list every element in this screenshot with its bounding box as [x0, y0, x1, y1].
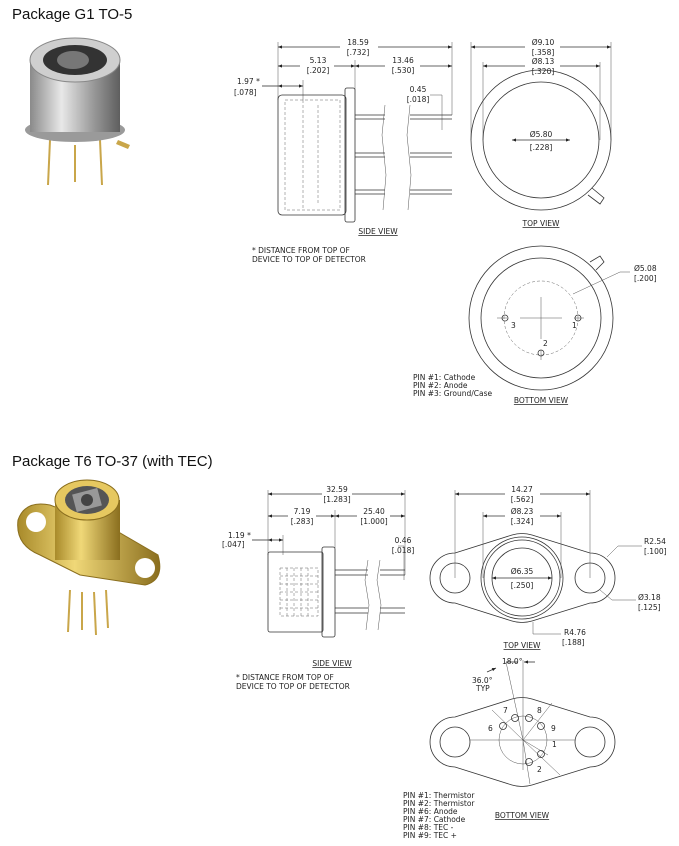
- dimension-label: 1.19 *: [228, 531, 251, 540]
- dimension-label: [.732]: [347, 48, 370, 57]
- dimension-label: [1.283]: [323, 495, 350, 504]
- dimension-label: 32.59: [326, 485, 348, 494]
- dimension-label: Ø6.35: [511, 567, 534, 576]
- dimension-label: [.078]: [234, 88, 257, 97]
- dimension-label: PIN #7: Cathode: [403, 815, 466, 824]
- t6-bottom-view: 1 2 6 7 8 9 18.0° 36.0°TYP PIN #1: Therm…: [403, 657, 616, 840]
- dimension-label: [.100]: [644, 547, 667, 556]
- dimension-label: 18.59: [347, 38, 369, 47]
- dimension-label: [.562]: [511, 495, 534, 504]
- dimension-label: TOP VIEW: [503, 641, 541, 650]
- dimension-label: 0.45: [410, 85, 427, 94]
- dimension-label: [.125]: [638, 603, 661, 612]
- dimension-label: BOTTOM VIEW: [514, 396, 569, 405]
- dimension-label: Ø5.08: [634, 264, 657, 273]
- dimension-label: Ø5.80: [530, 130, 553, 139]
- dimension-label: [.324]: [511, 517, 534, 526]
- dimension-label: 2: [537, 765, 542, 774]
- dimension-label: 9: [551, 724, 556, 733]
- to37-photo: [17, 479, 161, 636]
- to5-photo: [25, 37, 130, 186]
- dimension-label: Ø3.18: [638, 593, 661, 602]
- dimension-label: * DISTANCE FROM TOP OF: [236, 673, 334, 682]
- dimension-label: [.188]: [562, 638, 585, 647]
- dimension-label: PIN #9: TEC +: [403, 831, 457, 840]
- dimension-label: Ø9.10: [532, 38, 555, 47]
- dimension-label: 6: [488, 724, 493, 733]
- dimension-label: TYP: [475, 684, 490, 693]
- dimension-label: SIDE VIEW: [312, 659, 352, 668]
- dimension-label: 25.40: [363, 507, 385, 516]
- dimension-label: [.018]: [392, 546, 415, 555]
- dimension-label: 1: [572, 321, 577, 330]
- dimension-label: 7.19: [294, 507, 311, 516]
- dimension-label: PIN #1: Thermistor: [403, 791, 475, 800]
- package-g1-title: Package G1 TO-5: [12, 6, 133, 23]
- dimension-label: BOTTOM VIEW: [495, 811, 550, 820]
- dimension-label: 0.46: [395, 536, 412, 545]
- dimension-label: [.530]: [392, 66, 415, 75]
- dimension-label: [.320]: [532, 67, 555, 76]
- dimension-label: PIN #2: Anode: [413, 381, 468, 390]
- g1-top-view: Ø9.10[.358] Ø8.13[.320] Ø5.80 [.228] TOP …: [470, 38, 612, 228]
- dimension-label: [.200]: [634, 274, 657, 283]
- dimension-label: [.018]: [407, 95, 430, 104]
- dimension-label: R4.76: [564, 628, 586, 637]
- dimension-label: PIN #1: Cathode: [413, 373, 476, 382]
- dimension-label: 1: [552, 740, 557, 749]
- dimension-label: 2: [543, 339, 548, 348]
- package-t6-title: Package T6 TO-37 (with TEC): [12, 453, 213, 470]
- dimension-label: [.358]: [532, 48, 555, 57]
- g1-bottom-view: 1 2 3 Ø5.08[.200] PIN #1: Cathode PIN #2…: [413, 245, 657, 405]
- dimension-label: * DISTANCE FROM TOP OF: [252, 246, 350, 255]
- t6-side-view: 32.59[1.283] 7.19[.283] 25.40[1.000] 1.1…: [222, 485, 414, 691]
- dimension-label: 3: [511, 321, 516, 330]
- dimension-label: 18.0°: [502, 657, 523, 666]
- dimension-label: 5.13: [310, 56, 327, 65]
- dimension-label: SIDE VIEW: [358, 227, 398, 236]
- dimension-label: 1.97 *: [237, 77, 260, 86]
- dimension-label: [.228]: [530, 143, 553, 152]
- dimension-label: [.283]: [291, 517, 314, 526]
- t6-top-view: 14.27[.562] Ø8.23[.324] Ø6.35 [.250] R2.5…: [429, 485, 667, 650]
- dimension-label: Ø8.13: [532, 57, 555, 66]
- dimension-label: 14.27: [511, 485, 533, 494]
- dimension-label: 13.46: [392, 56, 414, 65]
- dimension-label: PIN #2: Thermistor: [403, 799, 475, 808]
- dimension-label: [1.000]: [360, 517, 387, 526]
- dimension-label: 7: [503, 706, 508, 715]
- dimension-label: [.202]: [307, 66, 330, 75]
- dimension-label: 36.0°: [472, 676, 493, 685]
- dimension-label: 8: [537, 706, 542, 715]
- dimension-label: DEVICE TO TOP OF DETECTOR: [252, 255, 366, 264]
- dimension-label: Ø8.23: [511, 507, 534, 516]
- dimension-label: [.047]: [222, 540, 245, 549]
- dimension-label: TOP VIEW: [522, 219, 560, 228]
- dimension-label: PIN #3: Ground/Case: [413, 389, 493, 398]
- dimension-label: PIN #6: Anode: [403, 807, 458, 816]
- dimension-label: DEVICE TO TOP OF DETECTOR: [236, 682, 350, 691]
- g1-side-view: 18.59[.732] 5.13[.202] 13.46[.530] 1.97 …: [234, 38, 453, 264]
- dimension-label: PIN #8: TEC -: [403, 823, 454, 832]
- dimension-label: [.250]: [511, 581, 534, 590]
- dimension-label: R2.54: [644, 537, 666, 546]
